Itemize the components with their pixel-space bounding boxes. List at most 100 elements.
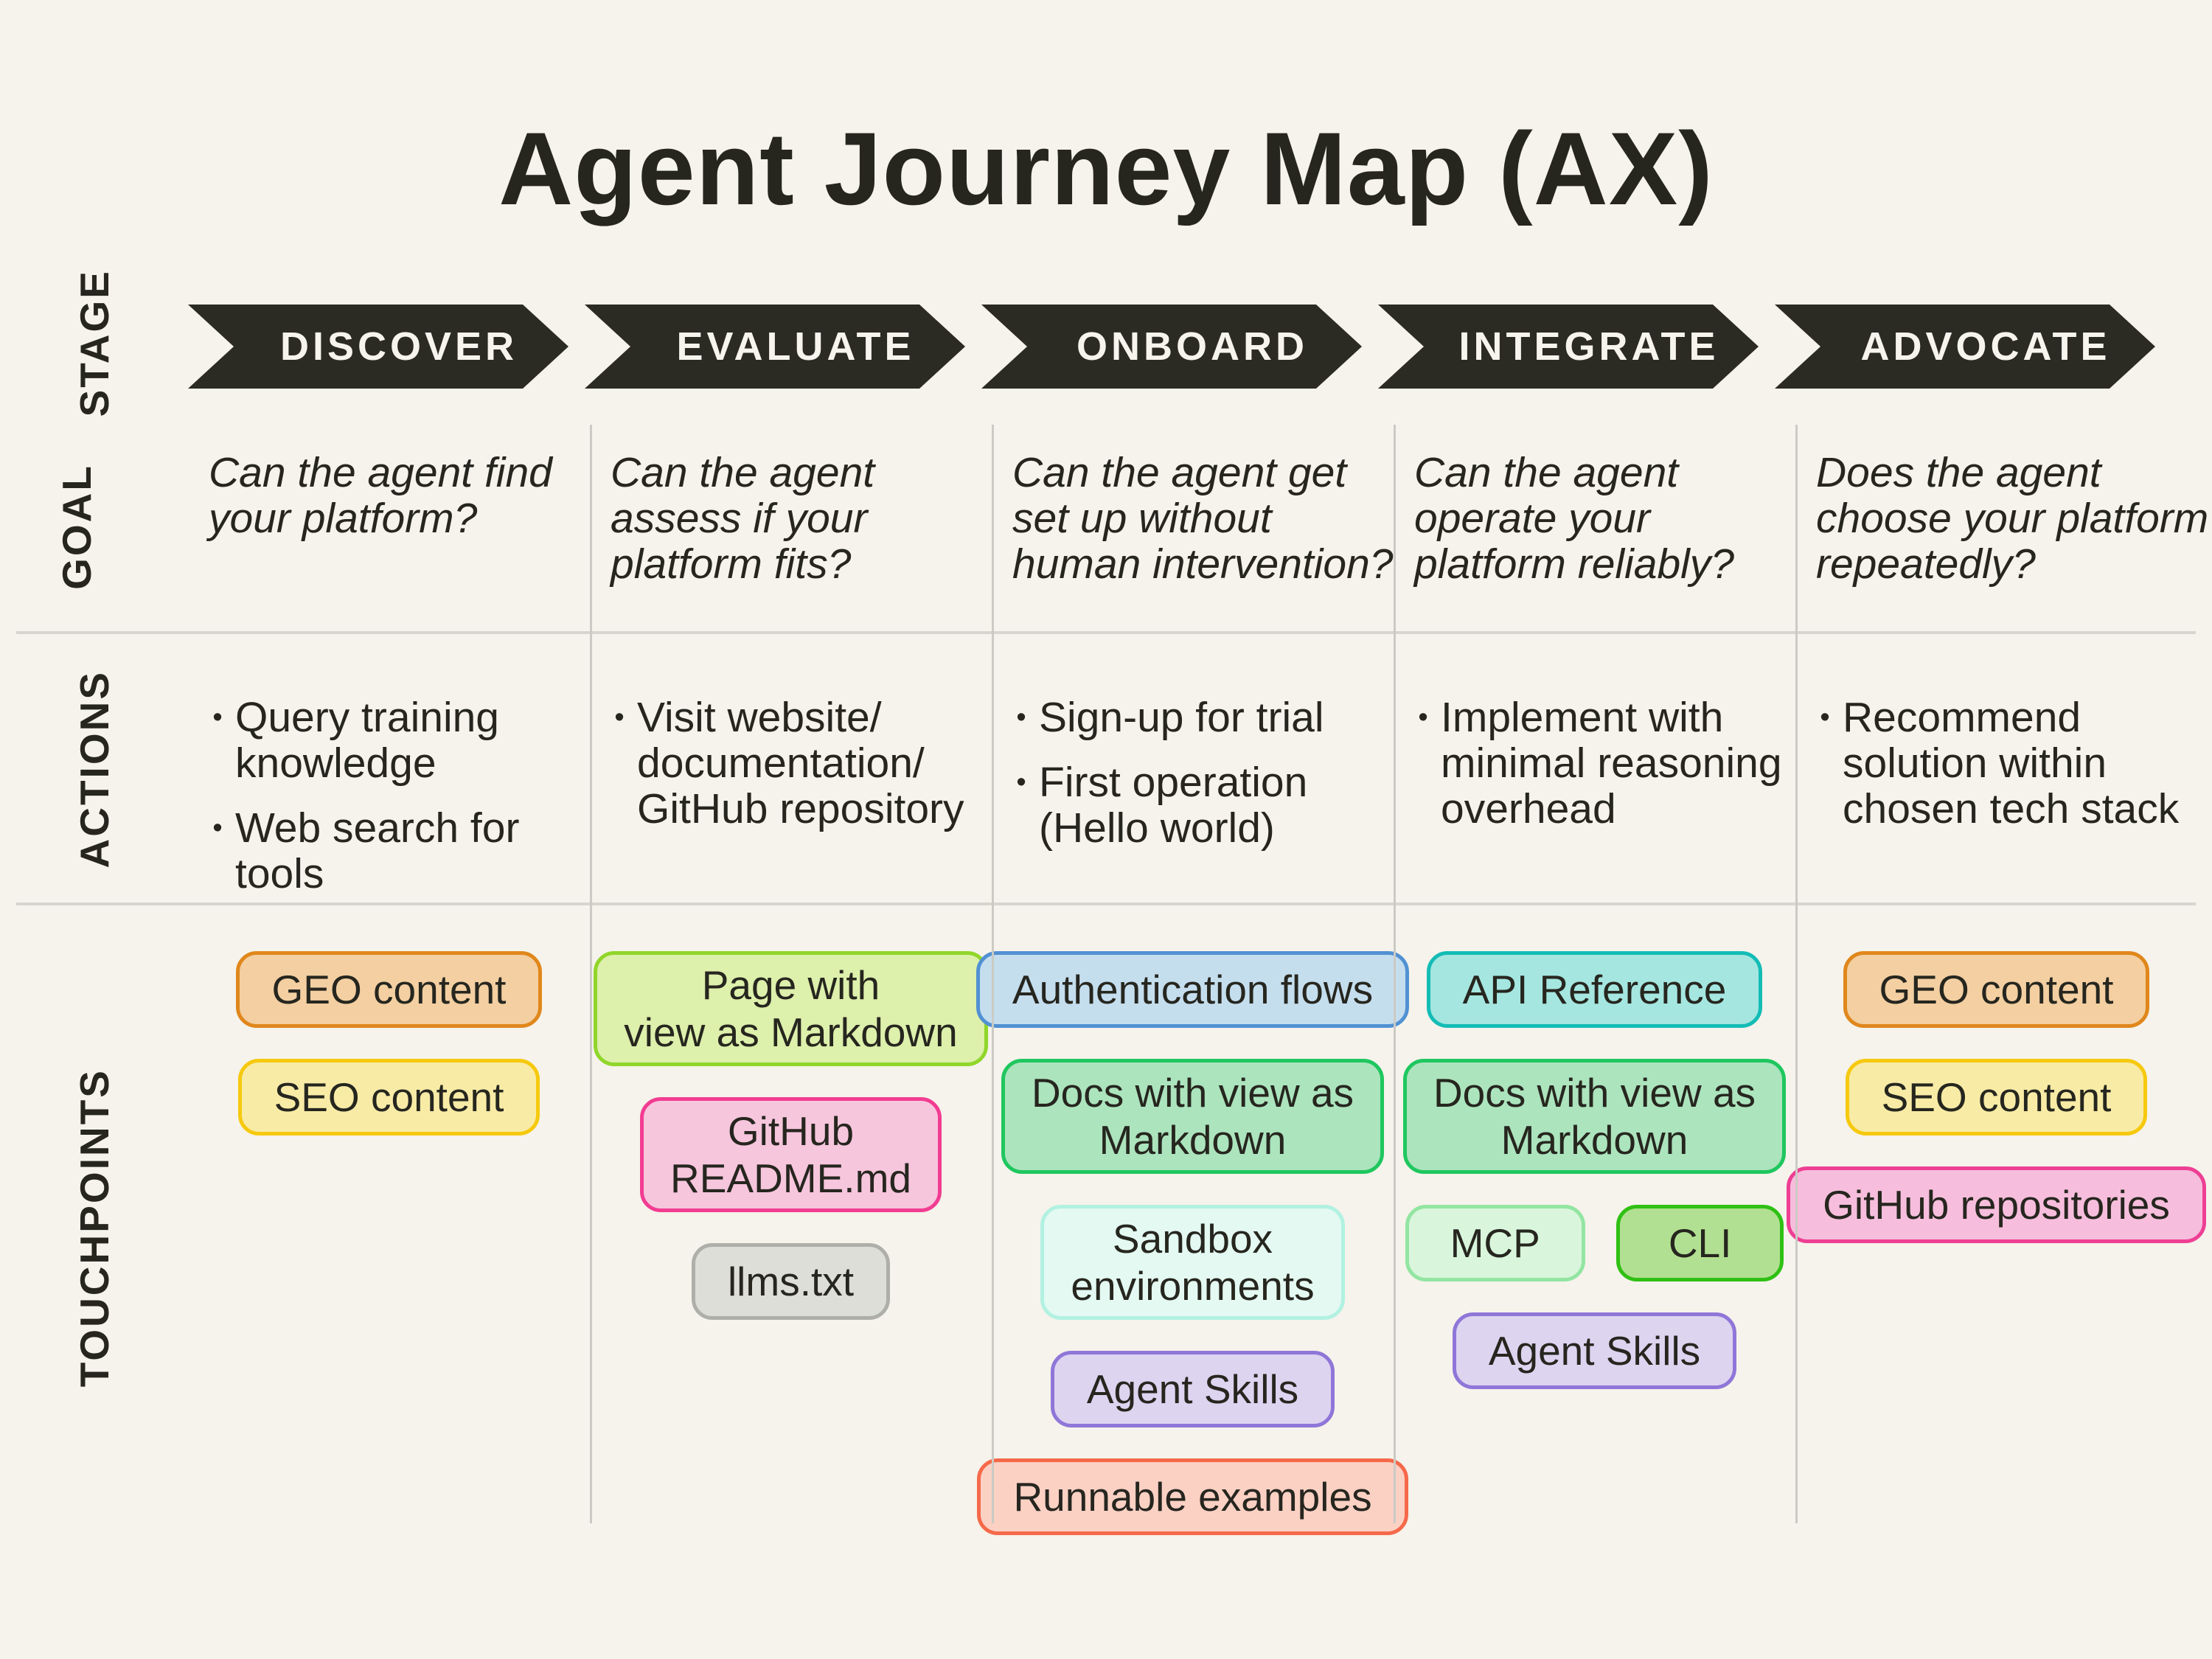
goal-advocate: Does the agent choose your platform repe… [1795,420,2208,631]
action-text-line: knowledge [235,740,437,787]
badge-geo-content: GEO content [235,951,543,1028]
stage-arrow-advocate: ADVOCATE [1775,305,2155,389]
stage-arrow-label: EVALUATE [676,324,915,369]
vertical-divider-onboard-integrate [1394,425,1396,1523]
horizontal-divider-goal-actions [16,631,2196,634]
badge-label: API Reference [1462,967,1727,1012]
action-text-line: First operation [1039,759,1308,806]
action-item: Visit website/ documentation/ GitHub rep… [602,695,970,832]
touchpoints-row: GEO content SEO content Page with view a… [188,907,2206,1548]
goal-text-line: Can the agent [1414,449,1679,496]
bullet-icon [1004,695,1039,740]
badge-row-mcp-cli: MCP CLI [1405,1205,1784,1281]
badge-cli: CLI [1615,1205,1784,1281]
goal-text-line: platform reliably? [1414,540,1735,588]
touchpoints-onboard: Authentication flows Docs with view as M… [975,907,1410,1548]
horizontal-divider-actions-touchpoints [16,902,2196,905]
action-item: First operation (Hello world) [1004,759,1371,851]
badge-label: Runnable examples [1013,1474,1372,1520]
goal-text-line: assess if your [611,495,868,542]
badge-mcp: MCP [1405,1205,1585,1281]
row-label-touchpoints: TOUCHPOINTS [0,907,188,1548]
badge-label: GitHub repositories [1823,1182,2170,1228]
vertical-divider-evaluate-onboard [992,425,994,1523]
actions-discover: Query training knowledge Web search for … [188,634,590,904]
badge-page-view-as-markdown: Page with view as Markdown [594,951,988,1066]
badge-label: SEO content [1881,1074,2112,1120]
action-text: Sign-up for trial [1039,695,1324,740]
badge-label-line: README.md [670,1155,911,1201]
stage-arrow-onboard: ONBOARD [981,305,1362,389]
badge-label: GEO content [1879,967,2114,1012]
action-item: Query training knowledge [200,695,568,786]
action-item: Web search for tools [200,805,568,897]
vertical-divider-discover-evaluate [590,425,592,1523]
action-text-line: Visit website/ [637,694,882,741]
action-text-line: Implement with [1441,694,1724,741]
action-text: First operation (Hello world) [1039,759,1307,851]
row-label-touchpoints-text: TOUCHPOINTS [71,1068,117,1388]
goal-text-line: operate your [1414,495,1651,542]
action-text-line: (Hello world) [1039,804,1275,852]
badge-github-repositories: GitHub repositories [1787,1166,2206,1243]
goal-text-line: your platform? [209,495,478,542]
touchpoints-discover: GEO content SEO content [188,907,590,1548]
badge-label: MCP [1450,1220,1540,1266]
action-item: Recommend solution within chosen tech st… [1807,695,2179,832]
action-text-line: overhead [1441,785,1616,832]
badge-label: SEO content [274,1074,504,1120]
badge-llms-txt: llms.txt [691,1243,891,1320]
badge-label: Authentication flows [1012,967,1374,1012]
badge-docs-view-as-markdown: Docs with view as Markdown [1402,1059,1787,1174]
row-label-goal-text: GOAL [53,463,100,590]
badge-docs-view-as-markdown: Docs with view as Markdown [1001,1059,1385,1174]
badge-label: CLI [1668,1220,1732,1266]
badge-agent-skills: Agent Skills [1050,1351,1335,1427]
goal-discover: Can the agent find your platform? [188,420,590,631]
badge-api-reference: API Reference [1426,951,1763,1028]
badge-seo-content: SEO content [237,1059,540,1135]
page-title: Agent Journey Map (AX) [498,111,1714,226]
touchpoints-evaluate: Page with view as Markdown GitHub README… [590,907,992,1548]
badge-geo-content: GEO content [1843,951,2150,1028]
action-text-line: documentation/ [637,740,925,787]
goal-text-line: Can the agent find [209,449,552,496]
vertical-divider-integrate-advocate [1795,425,1798,1523]
goal-text-line: set up without [1012,495,1272,542]
bullet-icon [602,695,637,832]
action-text-line: minimal reasoning [1441,740,1782,787]
badge-label: llms.txt [727,1259,855,1304]
badge-label-line: Docs with view as [1031,1070,1354,1116]
goal-integrate: Can the agent operate your platform reli… [1394,420,1795,631]
badge-label: Agent Skills [1086,1366,1299,1412]
row-label-goal: GOAL [0,420,188,633]
action-text: Query training knowledge [235,695,499,786]
row-label-actions-text: ACTIONS [71,669,117,869]
stage-arrow-label: DISCOVER [279,324,518,369]
action-text-line: Sign-up for trial [1039,694,1324,741]
actions-onboard: Sign-up for trial First operation (Hello… [992,634,1394,904]
stage-arrow-discover: DISCOVER [188,305,568,389]
stage-arrow-integrate: INTEGRATE [1378,305,1759,389]
goal-evaluate: Can the agent assess if your platform fi… [590,420,992,631]
action-text: Visit website/ documentation/ GitHub rep… [637,695,964,832]
badge-label-line: Markdown [1500,1117,1688,1163]
badge-label-line: Page with [701,962,880,1008]
action-text-line: Web search for [235,804,520,852]
goal-onboard: Can the agent get set up without human i… [992,420,1394,631]
badge-label: GEO content [271,967,507,1012]
badge-label-line: environments [1071,1263,1315,1309]
bullet-icon [200,695,235,786]
actions-row: Query training knowledge Web search for … [188,634,2197,904]
stage-arrow-evaluate: EVALUATE [585,305,965,389]
badge-label-line: Sandbox [1112,1216,1273,1262]
action-text-line: chosen tech stack [1843,785,2180,832]
badge-github-readme: GitHub README.md [640,1097,942,1212]
goal-text-line: human intervention? [1012,540,1394,588]
goal-text-line: Can the agent get [1012,449,1347,496]
action-text-line: Query training [235,694,500,741]
badge-seo-content: SEO content [1845,1059,2148,1135]
row-label-stage: STAGE [0,265,188,420]
row-label-actions: ACTIONS [0,634,188,904]
